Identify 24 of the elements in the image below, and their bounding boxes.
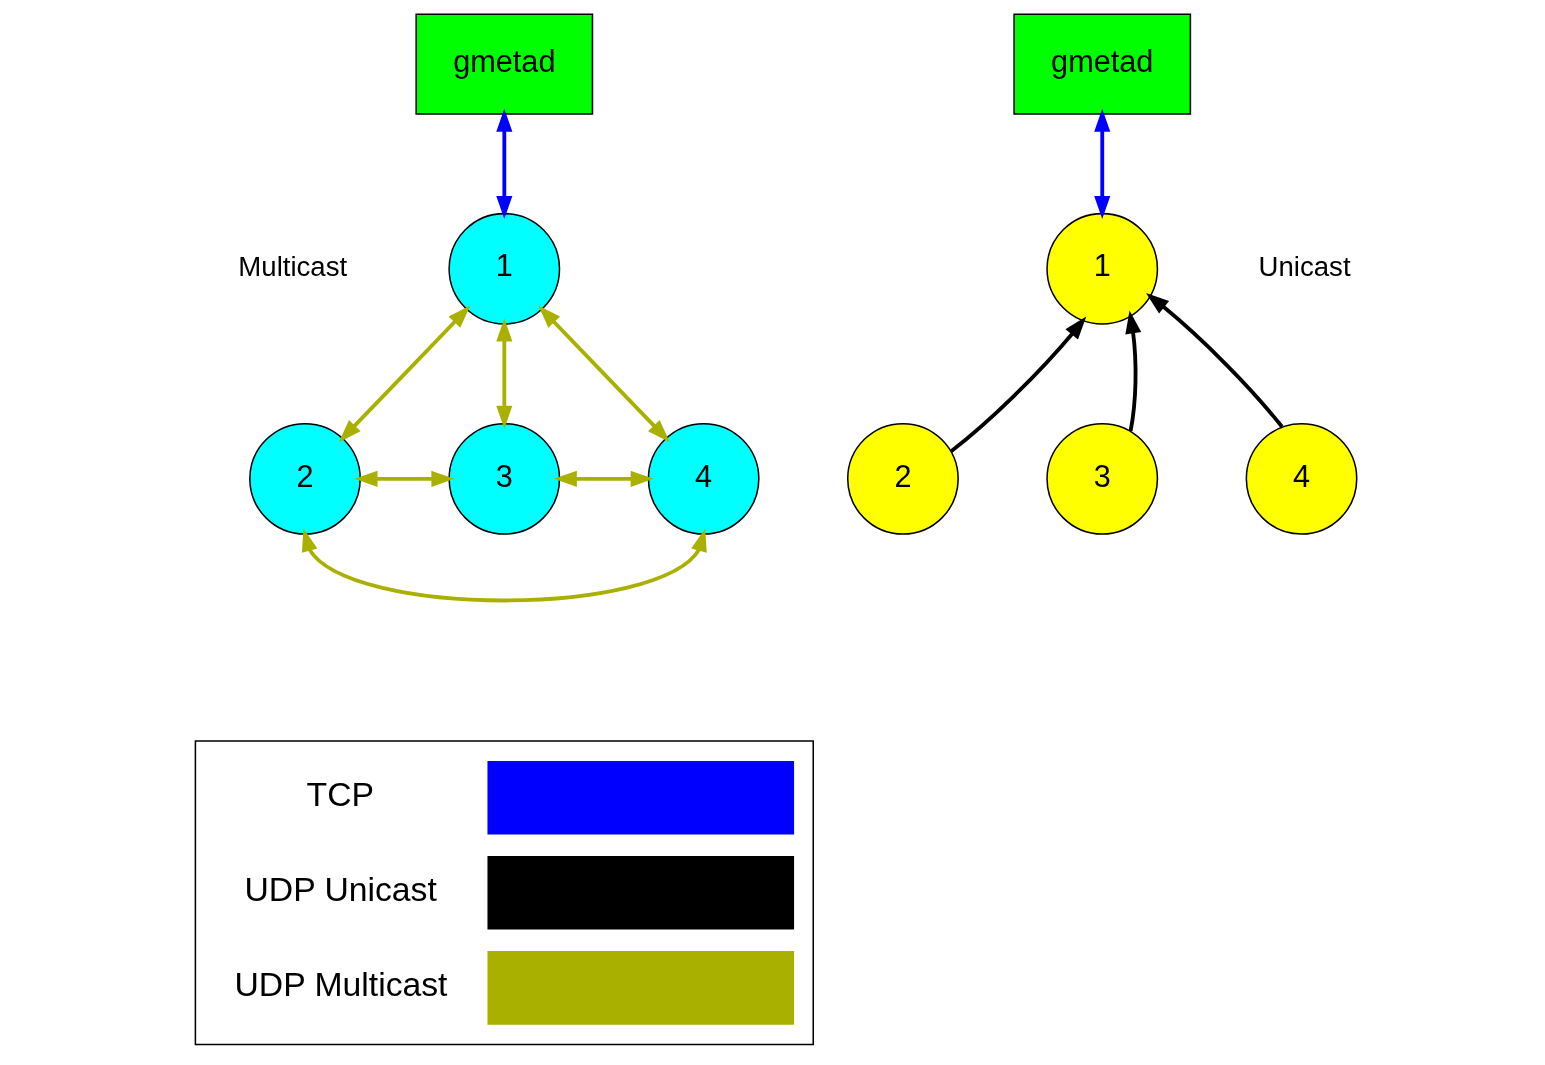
legend-label: UDP Multicast: [233, 965, 447, 1004]
arrow: [338, 305, 470, 443]
node-circle: 2: [846, 422, 959, 535]
label: Multicast: [237, 250, 347, 282]
arrow: [537, 305, 670, 443]
arrow: [354, 470, 454, 487]
node-circle: 1: [447, 212, 560, 325]
arrow: [1124, 310, 1141, 432]
arrow: [495, 108, 512, 220]
node-box: gmetad: [414, 13, 593, 115]
legend-label: UDP Unicast: [243, 870, 437, 909]
node-circle: 4: [1245, 422, 1357, 535]
label: Unicast: [1258, 250, 1351, 282]
arrow: [949, 316, 1086, 453]
arrow: [553, 470, 654, 487]
node-box: gmetad: [1012, 13, 1191, 115]
node-circle: 1: [1045, 212, 1158, 325]
arrow: [1093, 108, 1110, 220]
arrow: [495, 318, 512, 429]
node-circle: 3: [1045, 422, 1158, 535]
arrow: [1145, 292, 1283, 428]
legend-label: TCP: [306, 775, 374, 814]
arrow: [301, 528, 707, 603]
node-circle: 3: [447, 422, 560, 535]
